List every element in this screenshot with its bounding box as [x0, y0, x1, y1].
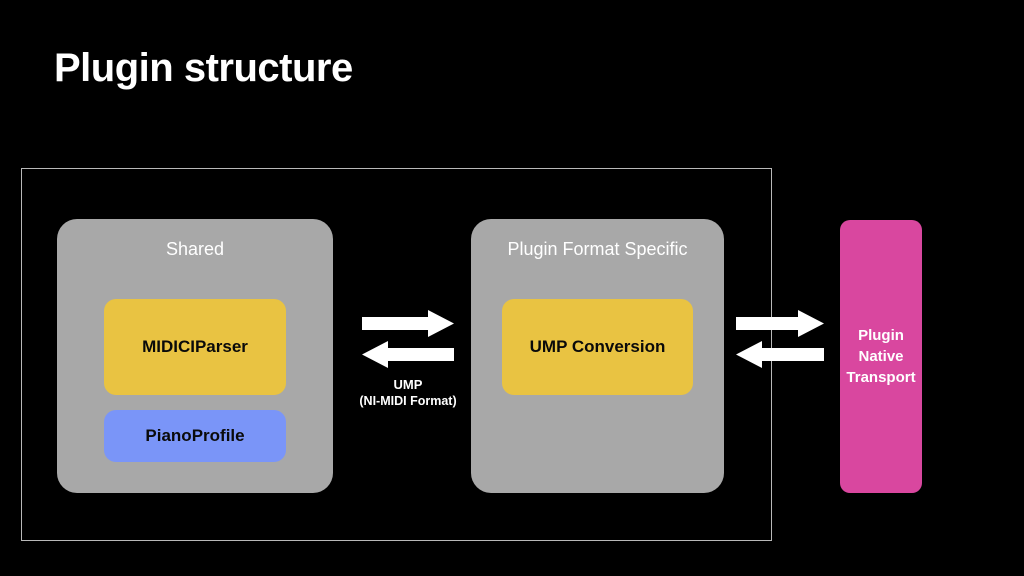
component-piano-profile[interactable]: PianoProfile [104, 410, 286, 462]
module-plugin-format-specific-title: Plugin Format Specific [507, 239, 688, 259]
plugin-native-transport-label-line-2: Native [858, 348, 904, 365]
connector-caption-line-2: (NI-MIDI Format) [359, 394, 457, 408]
module-shared[interactable]: Shared MIDICIParser PianoProfile [57, 219, 333, 493]
connector-caption-line-1: UMP [393, 377, 423, 392]
plugin-native-transport-label-line-1: Plugin [858, 327, 904, 344]
component-midici-parser[interactable]: MIDICIParser [104, 299, 286, 395]
plugin-native-transport-label-line-3: Transport [846, 369, 916, 386]
component-ump-conversion[interactable]: UMP Conversion [502, 299, 693, 395]
bidirectional-arrow-icon [362, 310, 454, 368]
module-shared-title: Shared [165, 239, 225, 259]
plugin-native-transport-box[interactable]: Plugin Native Transport [840, 220, 922, 493]
component-piano-profile-label: PianoProfile [145, 426, 245, 445]
connector-shared-to-format-specific [362, 310, 454, 368]
component-midici-parser-label: MIDICIParser [142, 337, 248, 356]
module-plugin-format-specific[interactable]: Plugin Format Specific UMP Conversion [471, 219, 724, 493]
connector-caption-ump: UMP (NI-MIDI Format) [346, 376, 470, 410]
bidirectional-arrow-icon [736, 310, 824, 368]
connector-format-specific-to-transport [736, 310, 824, 368]
page-title: Plugin structure [54, 46, 353, 90]
component-ump-conversion-label: UMP Conversion [529, 337, 666, 356]
